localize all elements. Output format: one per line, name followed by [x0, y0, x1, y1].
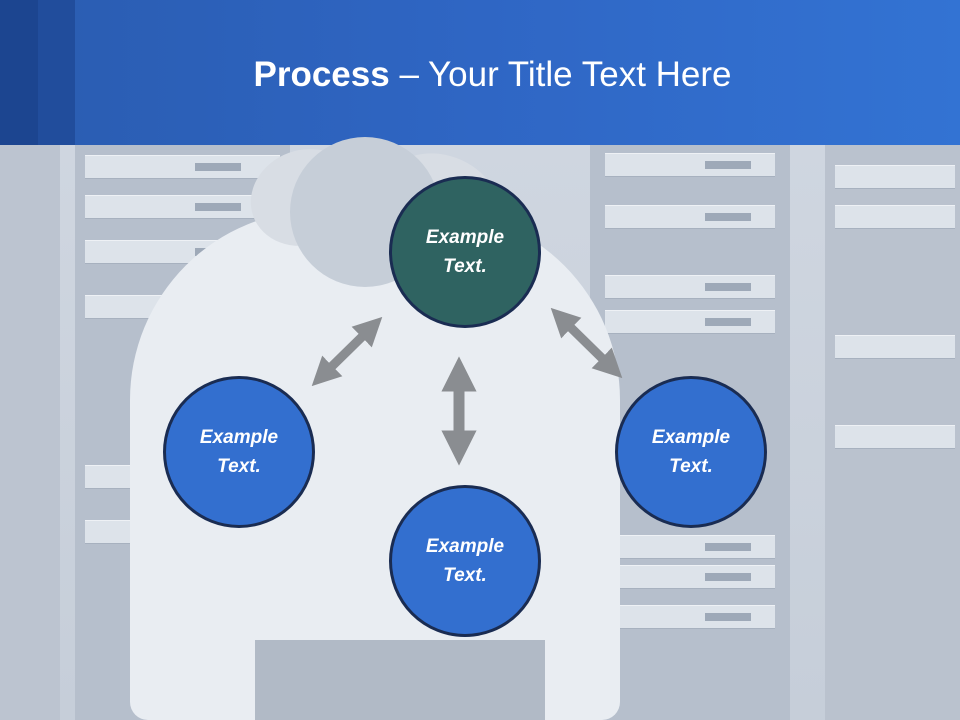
process-node-label: Example Text.: [425, 227, 505, 277]
slide-title-rest: – Your Title Text Here: [389, 55, 732, 94]
person-legs: [255, 640, 545, 720]
process-node-bottom: Example Text.: [389, 485, 541, 637]
process-node-top: Example Text.: [389, 176, 541, 328]
header-bar: Process – Your Title Text Here: [0, 0, 960, 145]
process-node-right: Example Text.: [615, 376, 767, 528]
header-accent-strip: [0, 0, 38, 145]
server-rack: [825, 145, 960, 720]
double-arrow-icon: [311, 316, 383, 387]
process-node-label: Example Text.: [651, 427, 731, 477]
process-node-left: Example Text.: [163, 376, 315, 528]
header-accent-strip: [38, 0, 75, 145]
process-node-label: Example Text.: [425, 536, 505, 586]
server-rack: [0, 145, 60, 720]
process-node-label: Example Text.: [199, 427, 279, 477]
slide-title: Process – Your Title Text Here: [0, 52, 960, 98]
slide-title-bold: Process: [253, 55, 390, 94]
double-arrow-icon: [550, 307, 623, 379]
